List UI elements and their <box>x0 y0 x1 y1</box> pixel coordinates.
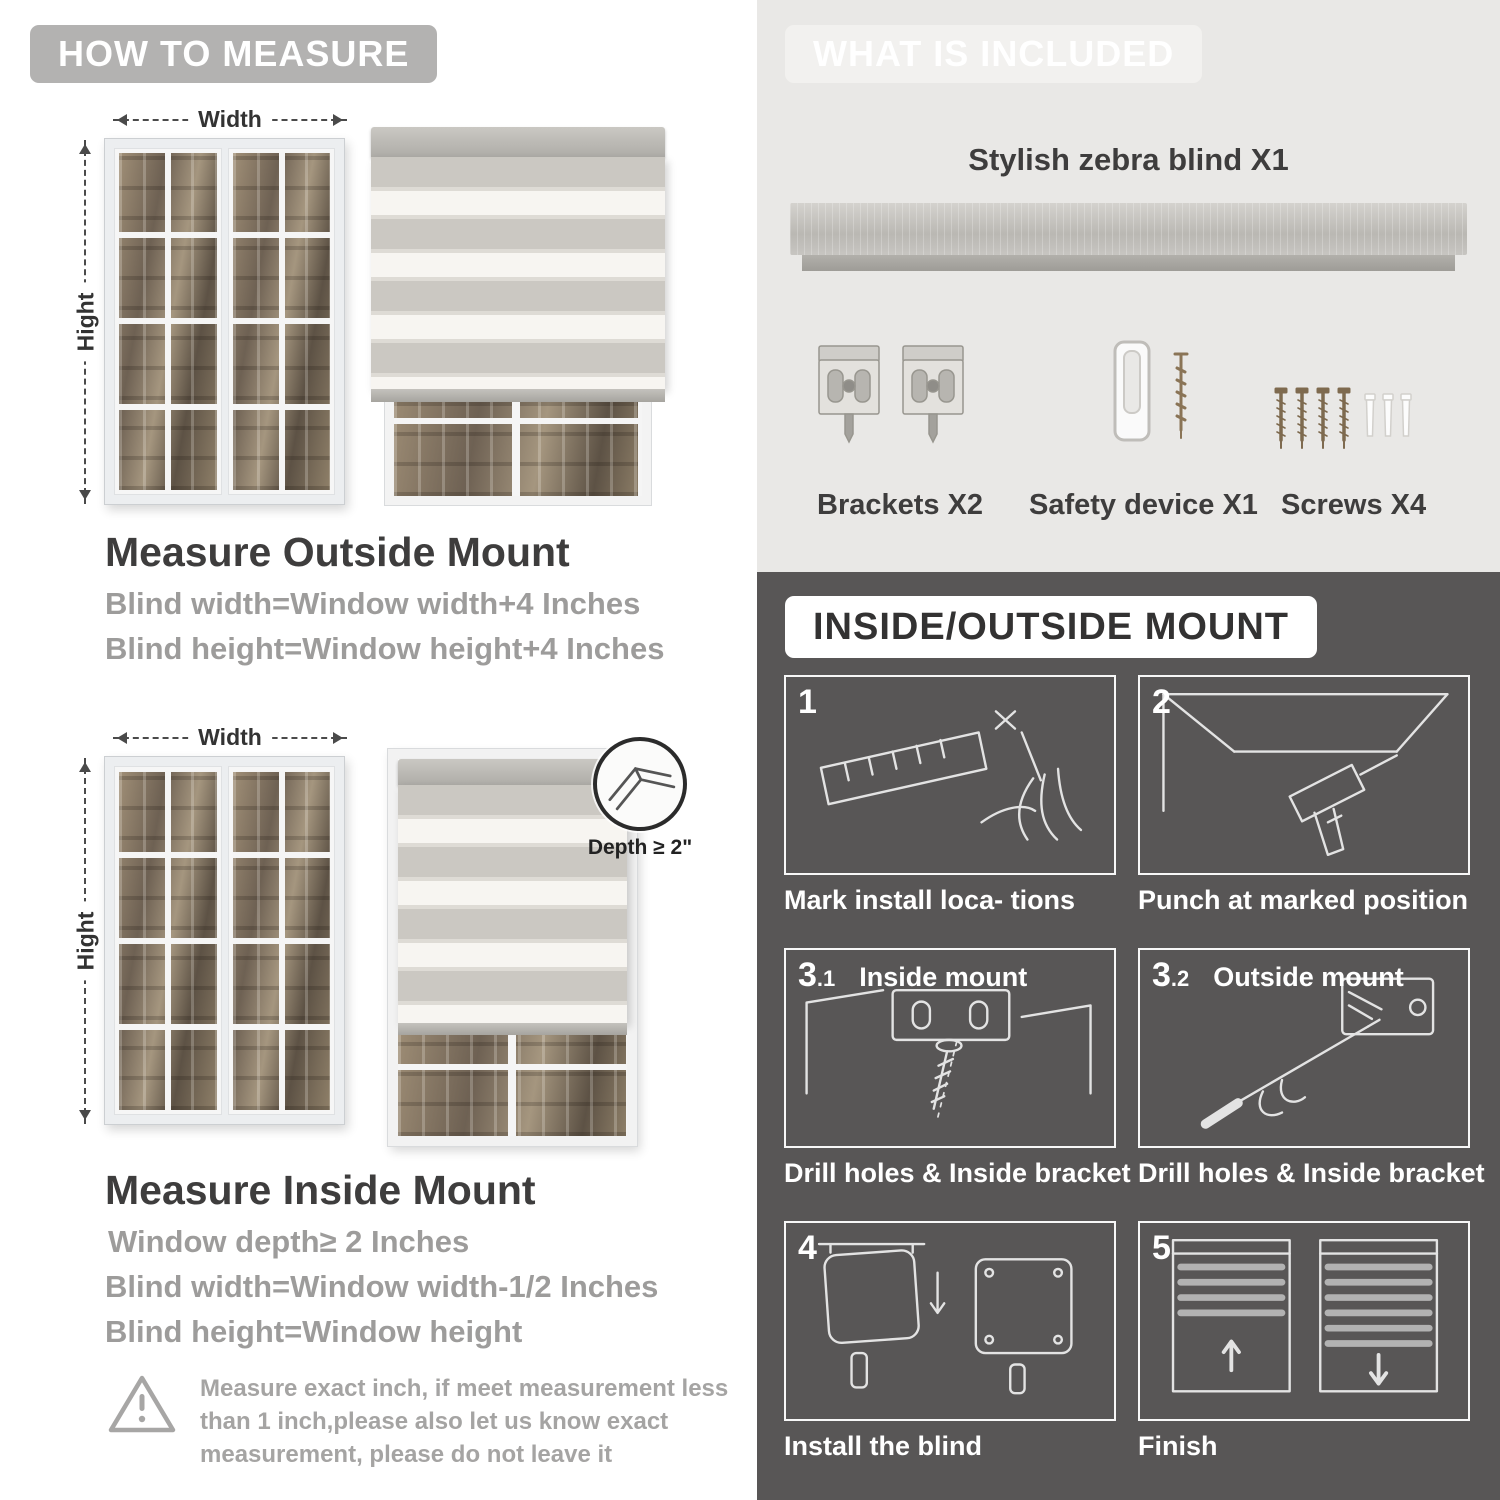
step-5-panel: 5 <box>1138 1221 1470 1421</box>
height-arrow-label: Hight <box>72 901 100 981</box>
step-number: 5 <box>1152 1229 1171 1267</box>
step-3-2-caption: Drill holes & Inside bracket <box>1138 1158 1485 1188</box>
inside-mount-heading: Measure Inside Mount <box>105 1167 536 1213</box>
bracket-icon <box>902 345 964 444</box>
width-arrow-outside: Width <box>113 106 347 134</box>
note-line-1: Measure exact inch, if meet measurement … <box>200 1375 729 1402</box>
outside-mount-line-2: Blind height=Window height+4 Inches <box>105 631 665 666</box>
safety-device-label: Safety device X1 <box>1029 489 1258 521</box>
step-4: 4 Install the blind <box>784 1221 1116 1462</box>
window-sash-left <box>114 766 222 1115</box>
height-arrow-outside: Hight <box>72 140 100 504</box>
depth-callout: Depth ≥ 2" <box>560 737 720 860</box>
step-1: 1 Mark install loca- tions <box>784 675 1116 916</box>
step-1-illustration <box>819 710 1083 841</box>
safety-device-icon <box>1113 340 1189 442</box>
how-to-measure-header: HOW TO MEASURE <box>30 25 438 83</box>
step-3-1-caption: Drill holes & Inside bracket <box>784 1158 1131 1188</box>
blind-inside-mount <box>387 748 638 1147</box>
window-outside-mount <box>104 138 345 505</box>
blind-cassette <box>398 759 627 785</box>
screws-label: Screws X4 <box>1281 489 1427 521</box>
headrail-bottom-lip <box>802 255 1455 271</box>
product-label: Stylish zebra blind X1 <box>968 142 1289 177</box>
window-sash-left <box>114 148 222 495</box>
blind-stripes <box>371 157 665 389</box>
outside-mount-line-1: Blind width=Window width+4 Inches <box>105 586 641 621</box>
bracket-icon <box>818 345 880 444</box>
window-sash-right <box>227 766 335 1115</box>
inside-mount-line-3: Blind height=Window height <box>105 1314 523 1349</box>
warning-icon <box>108 1375 176 1433</box>
inside-mount-line-1: Window depth≥ 2 Inches <box>108 1224 470 1259</box>
height-arrow-label: Hight <box>72 282 100 362</box>
screws-icon <box>1274 387 1412 449</box>
blind-cassette <box>371 127 665 157</box>
step-2: 2 Punch at marked position <box>1138 675 1470 916</box>
step-4-caption: Install the blind <box>784 1431 983 1461</box>
outside-mount-heading: Measure Outside Mount <box>105 529 570 575</box>
step-1-panel: 1 <box>784 675 1116 875</box>
brackets-label: Brackets X2 <box>817 489 984 521</box>
zebra-blind-illustration-outside <box>371 127 665 402</box>
zebra-blind-headrail <box>790 203 1467 271</box>
depth-label: Depth ≥ 2" <box>587 836 693 859</box>
step-3-1-illustration <box>805 988 1092 1120</box>
inside-outside-mount-header: INSIDE/OUTSIDE MOUNT <box>785 596 1318 658</box>
step-number: 1 <box>798 683 817 721</box>
what-is-included-header: WHAT IS INCLUDED <box>785 25 1203 83</box>
width-arrow-inside: Width <box>113 724 347 752</box>
step-number: 4 <box>798 1229 817 1267</box>
inside-outside-mount-section: INSIDE/OUTSIDE MOUNT 1 <box>757 572 1500 1500</box>
width-arrow-label: Width <box>188 724 272 752</box>
window-inside-mount <box>104 756 345 1125</box>
step-4-illustration <box>817 1242 1073 1395</box>
screws-illustration <box>1269 386 1419 461</box>
blind-outside-mount <box>371 127 665 506</box>
step-1-caption: Mark install loca- tions <box>784 885 1076 915</box>
measure-note: Measure exact inch, if meet measurement … <box>106 1372 728 1471</box>
width-arrow-label: Width <box>188 106 272 134</box>
step-2-illustration <box>1162 693 1449 857</box>
step-2-caption: Punch at marked position <box>1138 885 1469 915</box>
blind-stripes <box>398 785 627 1023</box>
inside-mount-line-2: Blind width=Window width-1/2 Inches <box>105 1269 659 1304</box>
safety-device-illustration <box>1087 338 1202 451</box>
note-line-2: than 1 inch,please also let us know exac… <box>200 1408 669 1435</box>
step-number: 2 <box>1152 683 1171 721</box>
window-sash-right <box>227 148 335 495</box>
height-arrow-inside: Hight <box>72 758 100 1124</box>
what-is-included-section: WHAT IS INCLUDED Stylish zebra blind X1 <box>757 0 1500 572</box>
headrail-cassette <box>790 203 1467 255</box>
note-line-3: measurement, please do not leave it <box>200 1441 613 1468</box>
step-2-panel: 2 <box>1138 675 1470 875</box>
how-to-measure-section: HOW TO MEASURE Width Hight Measure Outsi… <box>30 25 728 1471</box>
step-5: 5 Finish <box>1138 1221 1470 1462</box>
magnifier-circle-icon <box>593 737 687 831</box>
blind-bottom-rail <box>371 389 665 402</box>
step-3-2-illustration <box>1200 977 1435 1129</box>
measure-note-text: Measure exact inch, if meet measurement … <box>200 1372 728 1471</box>
blind-bottom-rail <box>398 1023 627 1035</box>
zebra-blind-illustration-inside <box>398 759 627 1035</box>
step-5-caption: Finish <box>1138 1431 1218 1461</box>
step-5-illustration <box>1171 1239 1439 1393</box>
step-4-panel: 4 <box>784 1221 1116 1421</box>
brackets-illustration <box>815 342 967 446</box>
